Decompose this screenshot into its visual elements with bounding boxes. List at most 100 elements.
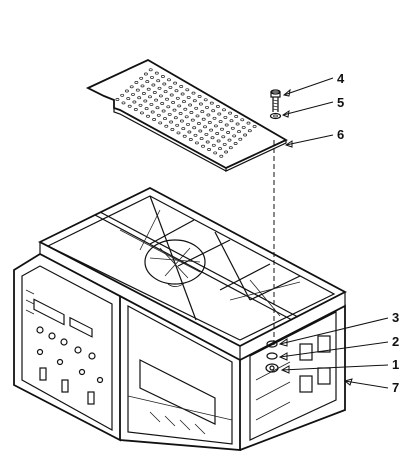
perforation-hole: [131, 92, 135, 96]
perforation-hole: [205, 105, 209, 109]
perforation-hole: [228, 111, 233, 115]
perforation-hole: [188, 103, 193, 107]
perforation-hole: [203, 125, 207, 129]
perforation-hole: [152, 118, 157, 121]
perforation-hole: [182, 100, 186, 104]
perforation-hole: [204, 132, 209, 136]
perforation-hole: [115, 98, 120, 101]
screw: [270, 89, 281, 112]
callout-5: 5: [337, 95, 344, 110]
perforation-hole: [175, 96, 180, 100]
perforation-hole: [157, 86, 162, 90]
perforation-hole: [139, 111, 144, 115]
perforation-hole: [169, 120, 174, 124]
perforation-hole: [156, 113, 161, 117]
perforation-hole: [216, 139, 221, 143]
perforation-hole: [215, 132, 220, 135]
perforation-hole: [228, 146, 233, 150]
perforation-hole: [150, 110, 155, 114]
perforation-hole: [213, 124, 218, 128]
callout-2: 2: [392, 334, 399, 349]
perforation-hole: [235, 122, 240, 126]
perforation-hole: [189, 111, 194, 114]
perforated-cover-plate: [85, 58, 288, 172]
perforation-hole: [137, 96, 142, 100]
perforation-hole: [124, 89, 129, 93]
perforation-hole: [201, 117, 206, 121]
perforation-hole: [206, 113, 211, 117]
perforation-hole: [192, 126, 197, 130]
perforation-hole: [152, 91, 157, 94]
perforation-hole: [183, 107, 188, 111]
perforation-hole: [210, 136, 215, 140]
perforation-hole: [209, 128, 214, 132]
perforation-hole: [144, 107, 149, 111]
perforation-hole: [149, 102, 154, 106]
perforation-hole: [129, 85, 134, 89]
perforation-hole: [141, 92, 146, 95]
perforation-hole: [156, 79, 161, 83]
perforation-hole: [154, 98, 159, 102]
perforation-hole: [233, 142, 238, 145]
perforation-hole: [252, 125, 257, 128]
perforation-hole: [160, 102, 165, 105]
perforation-hole: [175, 123, 180, 127]
perforation-hole: [188, 138, 193, 141]
perforation-hole: [209, 101, 214, 105]
perforation-hole: [221, 135, 226, 139]
perforation-hole: [126, 97, 131, 101]
perforation-hole: [207, 148, 212, 151]
leader-lines: [278, 77, 389, 389]
perforation-hole: [199, 137, 204, 141]
perforation-hole: [158, 94, 163, 98]
perforation-hole: [205, 140, 210, 144]
perforation-hole: [198, 129, 203, 133]
perforation-hole: [240, 118, 245, 122]
perforation-hole: [219, 154, 224, 158]
equipment-chassis: [13, 186, 347, 451]
perforation-hole: [140, 84, 145, 88]
perforation-hole: [161, 109, 166, 113]
perforation-hole: [150, 75, 154, 79]
perforation-hole: [227, 138, 232, 142]
callout-labels: 4 5 6 3 2 1 7: [337, 71, 399, 395]
perforation-hole: [177, 104, 182, 108]
perforation-hole: [194, 106, 199, 110]
perforation-hole: [155, 106, 160, 110]
perforation-hole: [173, 116, 178, 120]
perforation-hole: [212, 116, 217, 120]
perforation-hole: [168, 85, 173, 89]
perforation-hole: [184, 115, 189, 119]
perforation-hole: [138, 103, 143, 107]
perforation-hole: [164, 124, 169, 128]
perforation-hole: [163, 117, 167, 121]
perforation-hole: [198, 102, 203, 106]
perforation-hole: [238, 137, 243, 141]
perforation-hole: [196, 122, 201, 125]
perforation-hole: [172, 108, 177, 112]
perforation-hole: [223, 115, 228, 119]
perforation-hole: [229, 119, 234, 123]
perforation-hole: [163, 90, 168, 94]
perforation-hole: [191, 91, 196, 95]
perforation-hole: [134, 81, 139, 84]
perforation-hole: [127, 104, 132, 108]
perforation-hole: [146, 114, 150, 118]
perforation-hole: [213, 151, 218, 155]
perforation-hole: [241, 125, 246, 129]
perforation-hole: [190, 118, 195, 122]
plate-perforations: [115, 68, 257, 158]
perforation-hole: [194, 141, 199, 145]
perforation-hole: [226, 131, 231, 134]
perforation-hole: [178, 112, 183, 115]
perforation-hole: [135, 88, 140, 92]
perforation-hole: [232, 134, 237, 138]
perforation-hole: [176, 131, 181, 135]
perforation-hole: [158, 121, 163, 125]
perforation-hole: [224, 150, 229, 154]
perforation-hole: [185, 88, 190, 92]
perforation-hole: [211, 109, 216, 113]
perforation-hole: [217, 112, 222, 116]
perforation-hole: [180, 92, 185, 96]
